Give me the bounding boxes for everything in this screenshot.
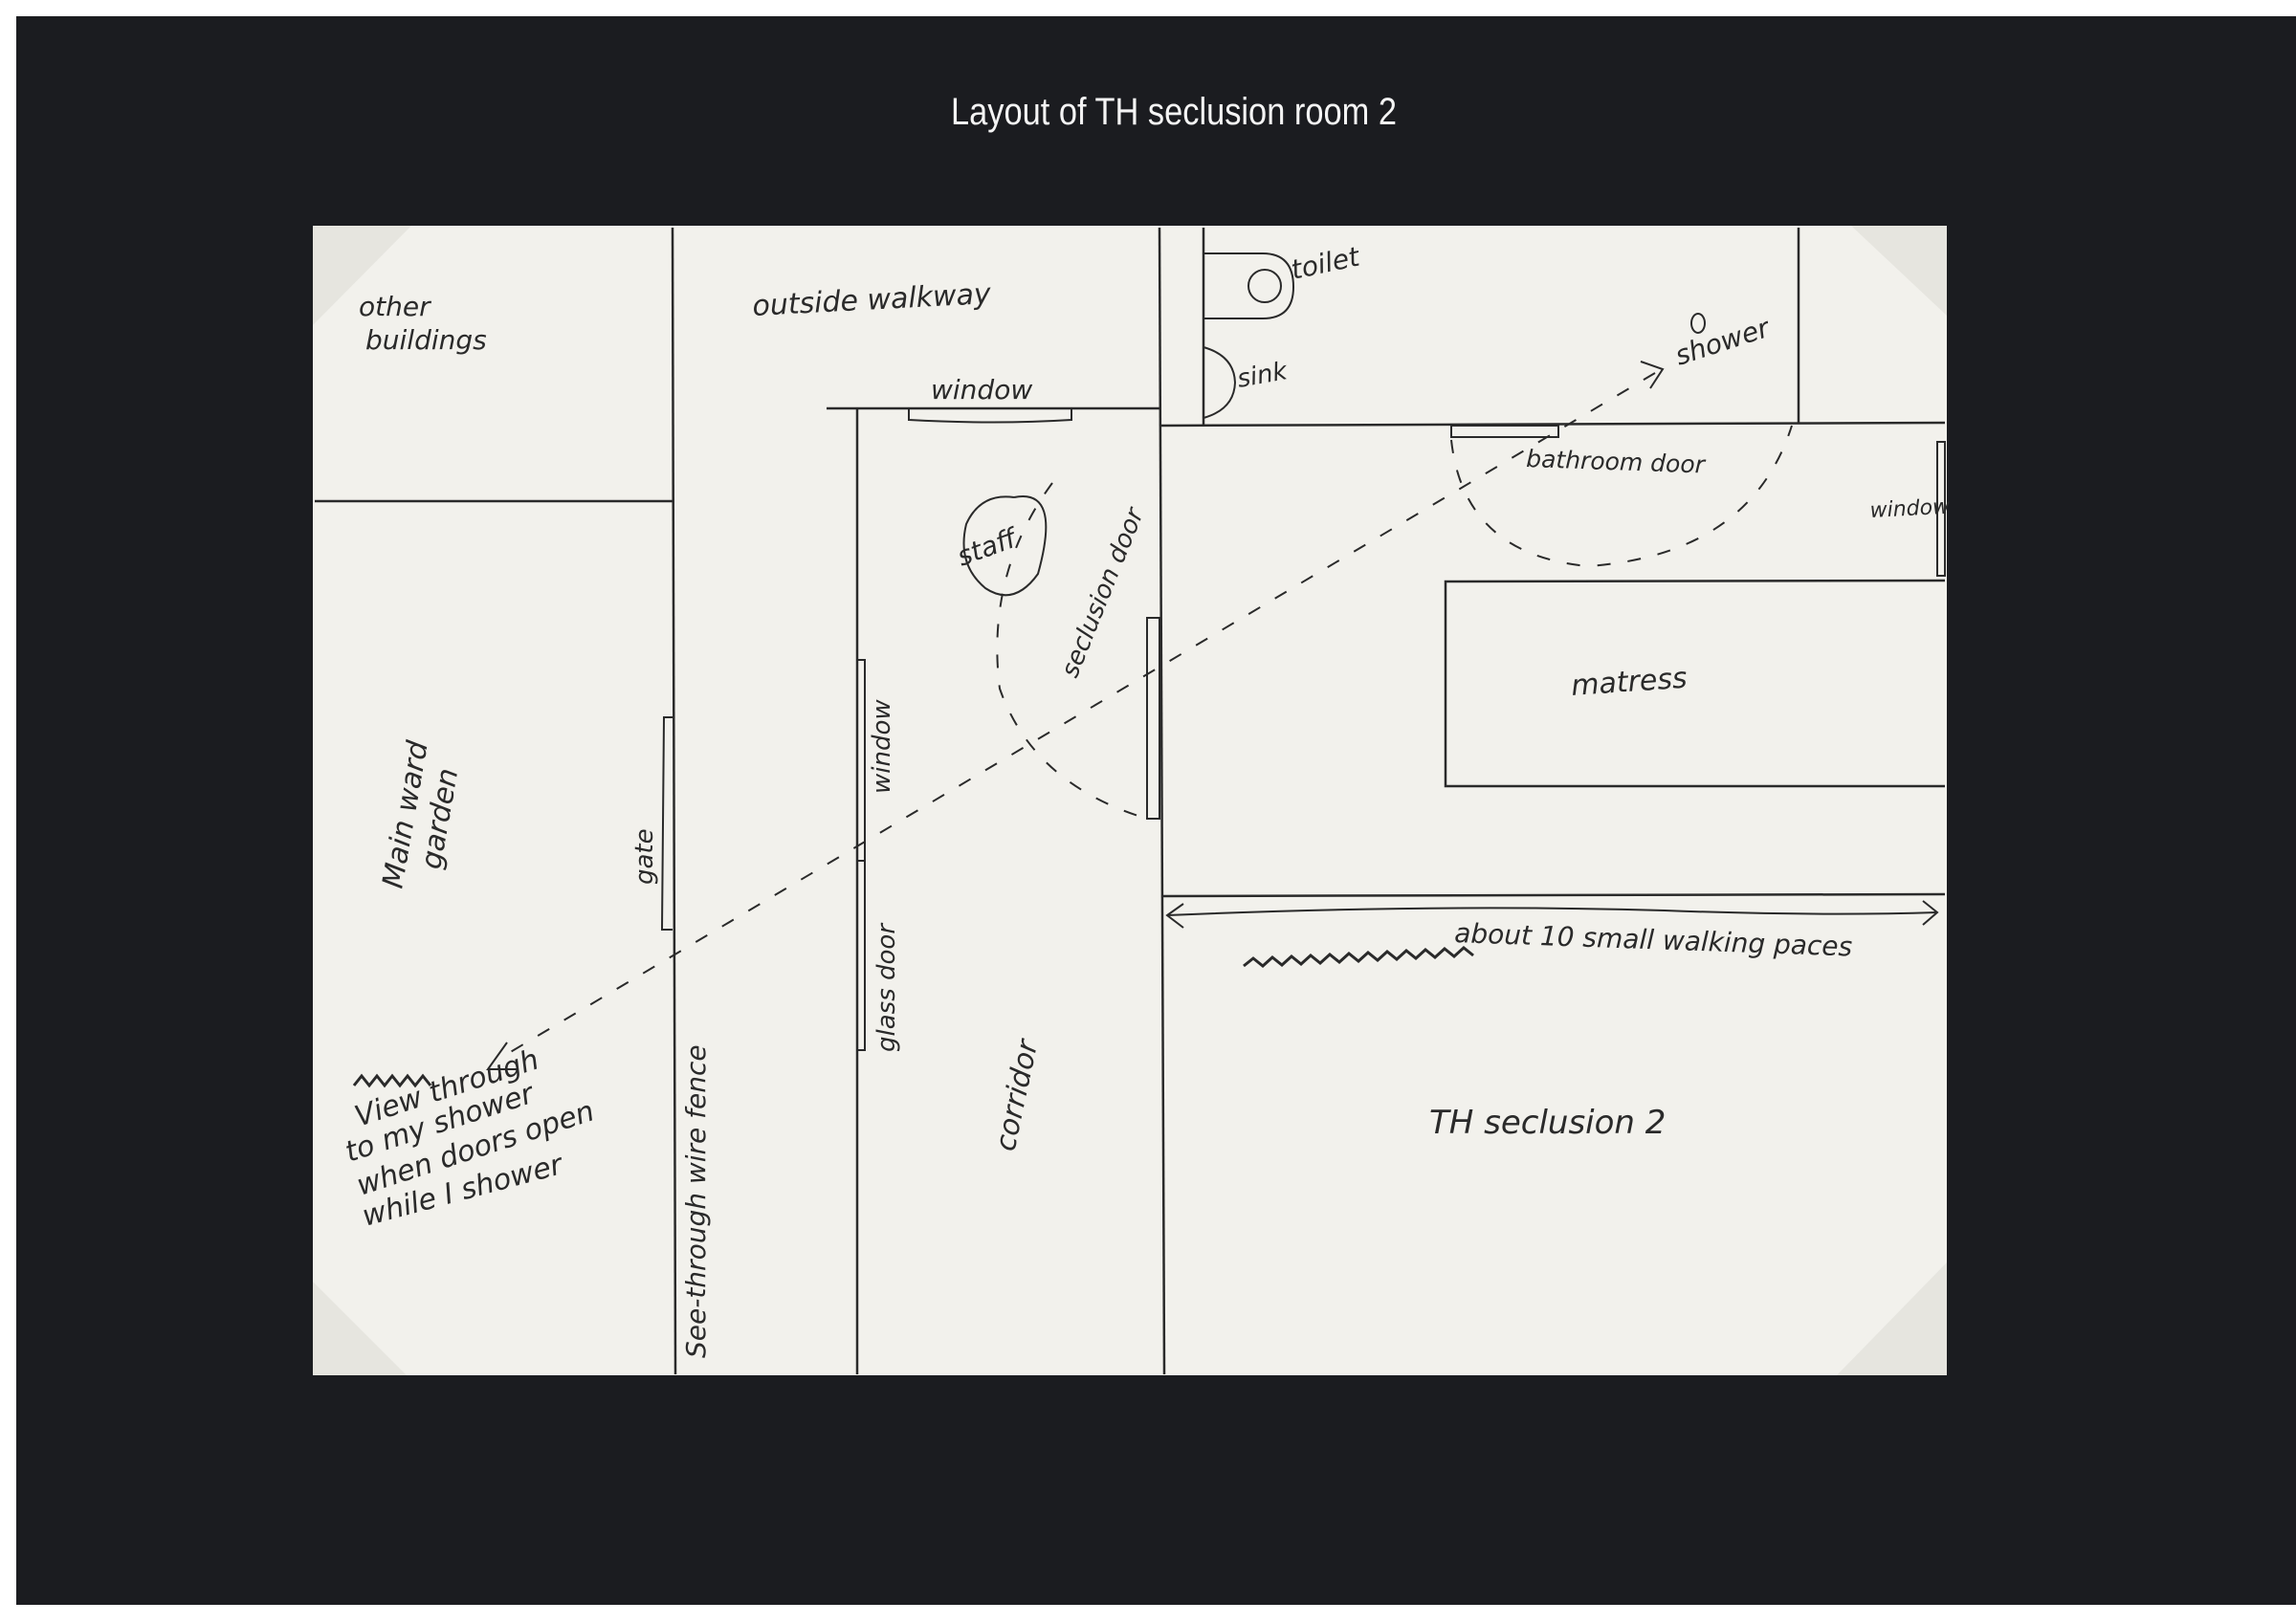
- right-window-shape: [1936, 441, 1946, 577]
- floor-plan-paper: [313, 226, 1947, 1375]
- label-outside-walkway: outside walkway: [752, 277, 993, 323]
- sink-basin: [1203, 346, 1237, 419]
- label-seclusion-room: TH seclusion 2: [1429, 1104, 1666, 1142]
- label-sink: sink: [1235, 357, 1291, 394]
- label-top-window: window: [931, 374, 1032, 406]
- page-title: Layout of TH seclusion room 2: [951, 91, 1397, 133]
- viewer-arrowhead: [486, 1042, 517, 1070]
- top-window-shape: [908, 408, 1072, 424]
- bathroom-door-panel: [1450, 425, 1559, 438]
- wire-fence-line: [671, 227, 677, 1375]
- seclusion-room-south-wall: [1161, 892, 1946, 898]
- sight-line-arrows: [486, 361, 1665, 1070]
- seclusion-room-west-wall: [1158, 227, 1166, 1375]
- staff-circle: [962, 495, 1048, 597]
- shower-arrowhead: [1640, 361, 1665, 389]
- label-other-buildings-1: other: [359, 291, 431, 322]
- sight-line: [497, 372, 1656, 1061]
- label-staff: staff: [953, 521, 1023, 572]
- label-corridor: corridor: [989, 1036, 1046, 1154]
- shower-head: [1690, 313, 1706, 334]
- label-dimension: about 10 small walking paces: [1454, 917, 1853, 963]
- label-bathroom-door: bathroom door: [1526, 445, 1707, 479]
- scribble-marks: [352, 946, 1474, 1088]
- label-mattress: matress: [1570, 662, 1689, 703]
- openings: [660, 252, 1946, 1051]
- label-toilet: toilet: [1289, 240, 1363, 285]
- bathroom-door-swing: [1450, 425, 1793, 568]
- gate-shape: [660, 716, 673, 931]
- label-other-buildings-2: buildings: [365, 324, 487, 356]
- walls: [315, 227, 1946, 1375]
- mattress-outline: [1444, 579, 1946, 788]
- view-note: View through to my shower when doors ope…: [342, 1043, 599, 1234]
- label-seclusion-door: seclusion door: [1056, 502, 1151, 682]
- label-corridor-window: window: [868, 699, 896, 794]
- label-glass-door: glass door: [872, 922, 901, 1052]
- label-gate: gate: [630, 828, 659, 885]
- label-wire-fence: See-through wire fence: [680, 1044, 712, 1358]
- bathroom-south-wall: [1159, 421, 1946, 428]
- dashed-lines: [497, 372, 1793, 1061]
- photo-corners: [313, 226, 1947, 1375]
- dimension-arrow: [1165, 900, 1939, 929]
- toilet-bowl: [1203, 252, 1295, 319]
- seclusion-door-swing: [996, 482, 1148, 820]
- glass-door-shape: [856, 860, 866, 1051]
- label-shower: shower: [1671, 312, 1775, 372]
- toilet-seat-circle: [1247, 269, 1282, 303]
- seclusion-door-panel: [1146, 617, 1160, 820]
- label-right-window: window: [1869, 495, 1952, 523]
